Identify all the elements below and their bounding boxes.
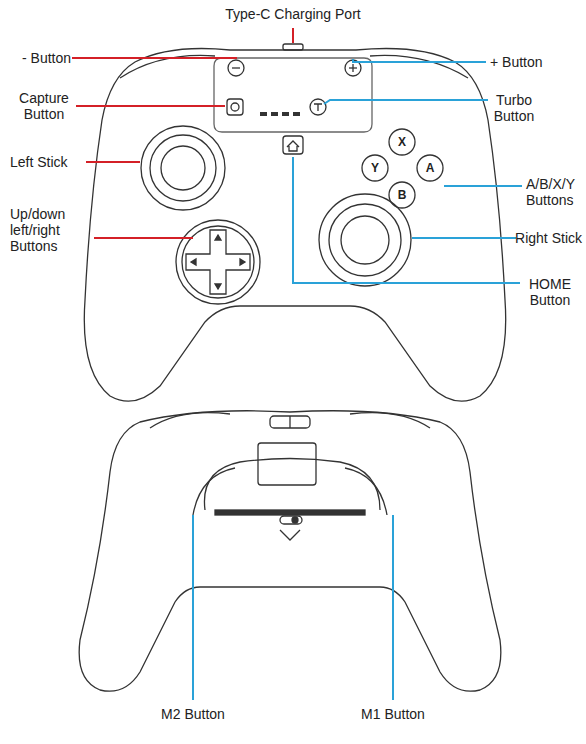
button-label: M2 Button [161, 706, 225, 722]
button-label: Turbo Button [486, 92, 542, 124]
stick-label: Left Stick [10, 154, 68, 170]
button-label: Up/down left/right Buttons [10, 206, 90, 254]
button-letter: Y [371, 162, 379, 174]
button-letter: B [398, 189, 407, 201]
button-label: Capture Button [13, 90, 75, 122]
button-label: + Button [490, 54, 543, 70]
button-letter: A [426, 162, 435, 174]
stick-label: Right Stick [515, 230, 582, 246]
button-label: M1 Button [361, 706, 425, 722]
button-letter: X [398, 136, 406, 148]
button-label: HOME Button [520, 276, 580, 308]
port-label: Type-C Charging Port [225, 6, 360, 22]
button-label: A/B/X/Y Buttons [526, 176, 582, 208]
button-label: - Button [22, 50, 71, 66]
